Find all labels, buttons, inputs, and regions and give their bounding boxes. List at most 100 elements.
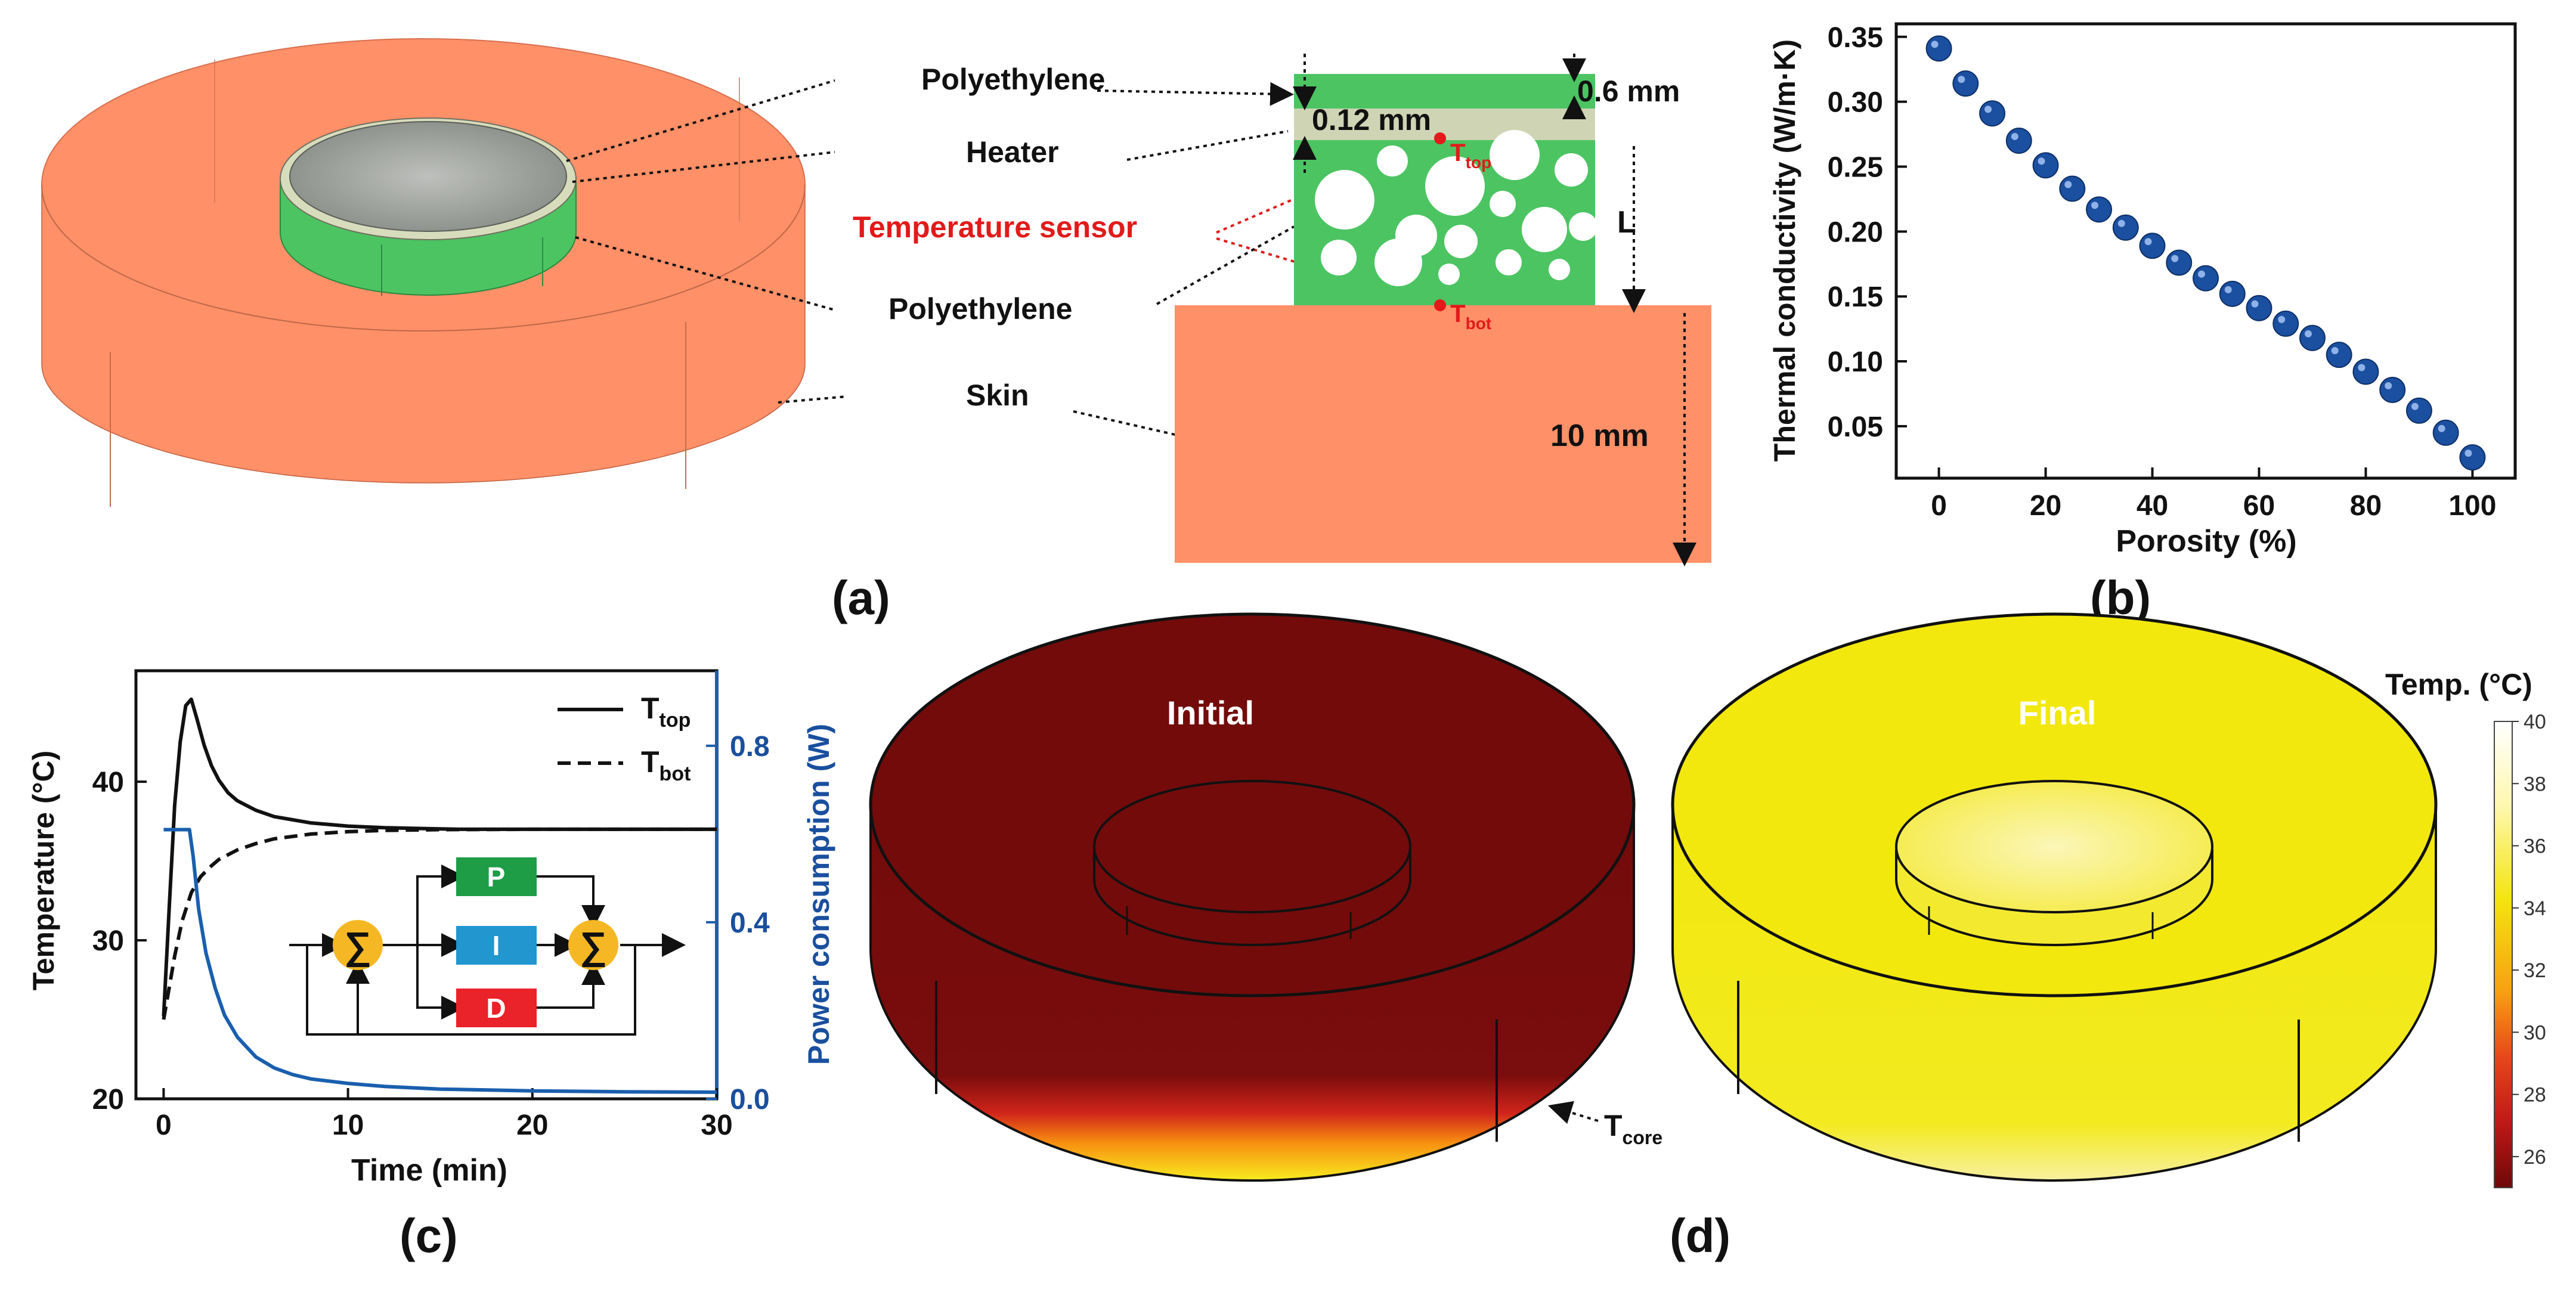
chart-c-series-power	[163, 828, 717, 1094]
panel-d-final-model	[1671, 612, 2438, 1182]
chart-b-point-highlight	[2278, 315, 2286, 323]
chart-b-point	[2432, 419, 2459, 446]
callout-heater: Heater	[966, 135, 1059, 169]
pid-sum-right-symbol: ∑	[580, 924, 607, 968]
chart-b-point-highlight	[2144, 238, 2152, 246]
panel-d-initial-model	[869, 612, 1636, 1182]
chart-c-y2tick-label: 0.4	[730, 907, 770, 939]
colorbar-tick-label: 36	[2524, 835, 2546, 858]
chart-b-point	[2086, 196, 2113, 223]
colorbar-tick-label: 38	[2524, 773, 2546, 795]
chart-b-point	[2299, 324, 2326, 351]
callout-line-polyethylene-bottom	[575, 236, 835, 311]
chart-b-point-highlight	[2385, 382, 2392, 389]
pid-p-label: P	[487, 862, 506, 893]
sensor-bot-dot	[1434, 299, 1446, 311]
chart-b-point	[1979, 100, 2006, 127]
chart-b-ytick-label: 0.05	[1828, 411, 1883, 443]
chart-b-point	[2219, 280, 2246, 307]
chart-b-point	[2059, 175, 2086, 202]
dim-heater-label: 0.12 mm	[1312, 103, 1431, 137]
colorbar-tick-label: 26	[2524, 1146, 2546, 1169]
pid-sum-left-symbol: ∑	[344, 924, 371, 968]
chart-c-xtick-label: 20	[516, 1110, 548, 1141]
pid-d-block	[456, 989, 537, 1027]
chart-c-xtick-label: 0	[156, 1110, 172, 1141]
callout-temperature-sensor: Temperature sensor	[853, 210, 1137, 244]
chart-b-point	[2379, 376, 2406, 403]
pid-i-label: I	[493, 930, 500, 961]
chart-b-point	[2272, 310, 2299, 337]
chart-b-frame	[1894, 22, 2517, 480]
colorbar-tick-label: 28	[2524, 1084, 2546, 1107]
chart-b-point	[2459, 444, 2486, 471]
chart-b-point	[2032, 152, 2059, 179]
chart-b-point-highlight	[2438, 425, 2445, 432]
chart-b-point-highlight	[2358, 364, 2366, 371]
chart-b-point-highlight	[1931, 41, 1939, 48]
chart-b-point	[2166, 249, 2193, 276]
pid-d-label: D	[486, 993, 506, 1024]
leader-polyethylene-top	[1097, 82, 1294, 106]
chart-b-xlabel: Porosity (%)	[2116, 524, 2296, 559]
chart-b-point-highlight	[2224, 286, 2232, 293]
chart-c-ylabel-left: Temperature (°C)	[27, 751, 60, 990]
pid-sum-right	[568, 920, 618, 970]
chart-b-xtick-label: 0	[1931, 490, 1947, 522]
chart-b-ytick-label: 0.35	[1828, 22, 1883, 54]
chart-b-point	[2005, 127, 2032, 154]
chart-b-point	[2246, 295, 2272, 321]
callout-polyethylene-top: Polyethylene	[921, 63, 1105, 96]
chart-b-point-highlight	[2091, 202, 2099, 209]
tcore-arrow	[1547, 1101, 1599, 1124]
chart-b-point-highlight	[2464, 450, 2472, 457]
chart-b-xtick-label: 20	[2030, 490, 2061, 522]
chart-b-point-highlight	[1984, 106, 1992, 113]
chart-b-xtick-label: 80	[2350, 490, 2382, 522]
label-initial: Initial	[1167, 694, 1254, 732]
chart-b-point	[1925, 35, 1952, 62]
label-final: Final	[2018, 694, 2097, 732]
pid-sum-left	[333, 920, 383, 970]
label-tcore: Tcore	[1604, 1109, 1662, 1148]
chart-b-ytick-label: 0.20	[1828, 216, 1883, 248]
chart-c-ytick-label: 40	[92, 767, 124, 798]
colorbar-tick-label: 34	[2524, 897, 2546, 920]
pid-p-block	[456, 857, 537, 896]
chart-c-y2tick-label: 0.8	[730, 731, 770, 763]
chart-c-series-ttop	[162, 697, 717, 1017]
chart-b-point-highlight	[2251, 300, 2259, 308]
leader-polyethylene-bottom	[1156, 225, 1295, 305]
colorbar-title: Temp. (°C)	[2385, 668, 2532, 701]
chart-b-ytick-label: 0.10	[1828, 346, 1883, 378]
leader-sensor-top	[1216, 136, 1438, 234]
sensor-top-label: Ttop	[1450, 138, 1491, 172]
caption-d: (d)	[1670, 1209, 1730, 1262]
chart-c-xtick-label: 10	[332, 1110, 364, 1141]
callout-line-polyethylene-top	[566, 79, 835, 162]
colorbar	[2494, 721, 2513, 1188]
legend-tbot-label: Tbot	[641, 745, 691, 785]
legend-ttop-label: Ttop	[641, 692, 691, 732]
leader-skin	[1073, 410, 1178, 436]
dim-skin-label: 10 mm	[1550, 419, 1649, 453]
pid-i-block	[456, 926, 537, 965]
chart-c-y2tick-label: 0.0	[730, 1084, 770, 1116]
caption-c: (c)	[400, 1209, 458, 1262]
chart-b-ylabel: Thermal conductivity (W/m·K)	[1768, 39, 1801, 461]
callout-skin: Skin	[966, 379, 1029, 412]
chart-b-point-highlight	[2171, 255, 2179, 262]
chart-b-point	[2193, 265, 2219, 292]
chart-b-point-highlight	[2117, 219, 2125, 227]
chart-b-point	[1952, 70, 1979, 97]
chart-b-xtick-label: 60	[2243, 490, 2275, 522]
chart-b-point-highlight	[1958, 76, 1965, 83]
chart-b-point	[2326, 342, 2352, 368]
chart-b-point	[2352, 358, 2379, 385]
chart-c-xtick-label: 30	[701, 1110, 732, 1141]
chart-c-ylabel-right: Power consumption (W)	[802, 724, 835, 1065]
chart-b-point-highlight	[2064, 181, 2072, 188]
chart-c-xlabel: Time (min)	[351, 1153, 507, 1188]
dim-l-label: L	[1617, 205, 1636, 240]
